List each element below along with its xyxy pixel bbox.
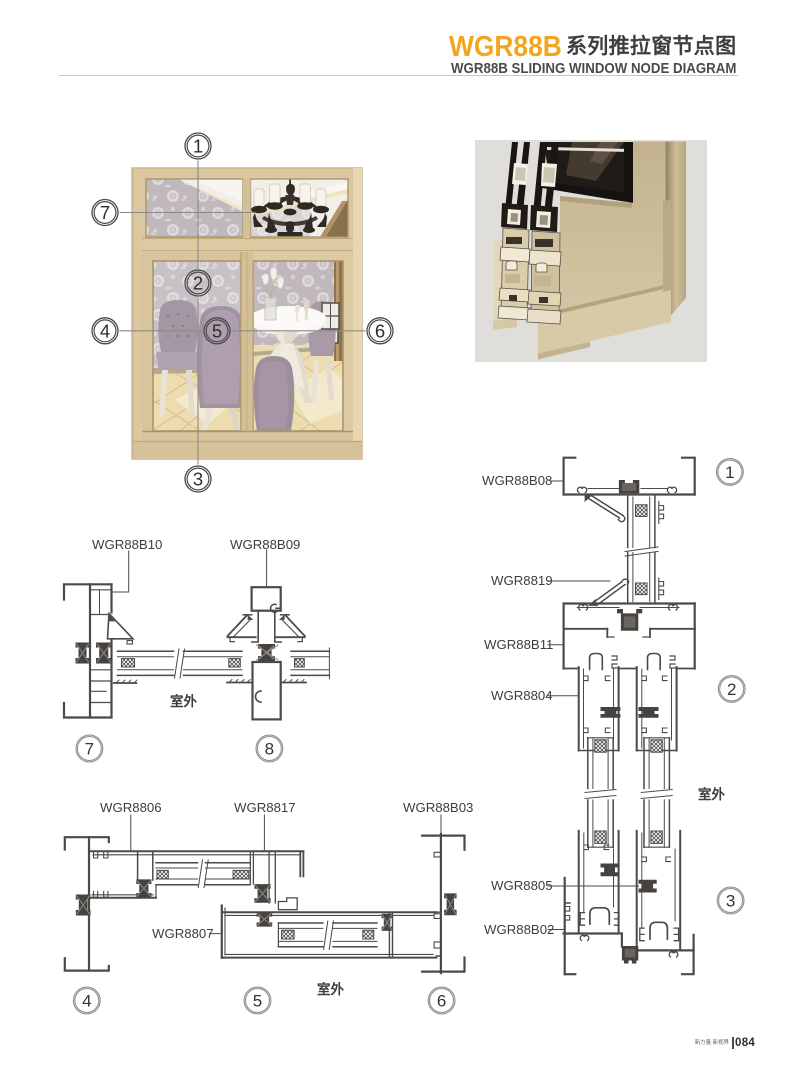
- svg-text:5: 5: [212, 320, 222, 341]
- svg-text:WGR88B02: WGR88B02: [484, 922, 554, 937]
- svg-text:WGR88B09: WGR88B09: [230, 537, 300, 552]
- svg-text:4: 4: [82, 992, 91, 1011]
- svg-text:WGR8819: WGR8819: [491, 573, 553, 588]
- svg-text:WGR8817: WGR8817: [234, 800, 296, 815]
- svg-text:WGR8805: WGR8805: [491, 878, 553, 893]
- svg-text:室外: 室外: [317, 981, 344, 997]
- svg-text:7: 7: [100, 202, 110, 223]
- svg-text:WGR88B10: WGR88B10: [92, 537, 162, 552]
- svg-text:6: 6: [437, 992, 446, 1011]
- svg-text:4: 4: [100, 320, 110, 341]
- svg-text:WGR8804: WGR8804: [491, 688, 553, 703]
- svg-text:室外: 室外: [698, 786, 726, 802]
- svg-text:WGR88B11: WGR88B11: [484, 637, 553, 652]
- svg-text:WGR8807: WGR8807: [152, 926, 214, 941]
- svg-text:2: 2: [193, 273, 203, 294]
- svg-text:5: 5: [253, 992, 262, 1011]
- svg-text:WGR88B03: WGR88B03: [403, 800, 473, 815]
- svg-text:7: 7: [85, 740, 94, 759]
- svg-text:3: 3: [193, 469, 203, 490]
- svg-text:2: 2: [727, 680, 736, 699]
- svg-text:WGR88B08: WGR88B08: [482, 473, 552, 488]
- svg-text:8: 8: [265, 740, 274, 759]
- svg-text:WGR8806: WGR8806: [100, 800, 162, 815]
- svg-text:6: 6: [375, 320, 385, 341]
- svg-text:1: 1: [725, 463, 734, 482]
- svg-text:3: 3: [726, 892, 735, 911]
- svg-text:1: 1: [193, 136, 203, 157]
- svg-text:室外: 室外: [170, 693, 197, 709]
